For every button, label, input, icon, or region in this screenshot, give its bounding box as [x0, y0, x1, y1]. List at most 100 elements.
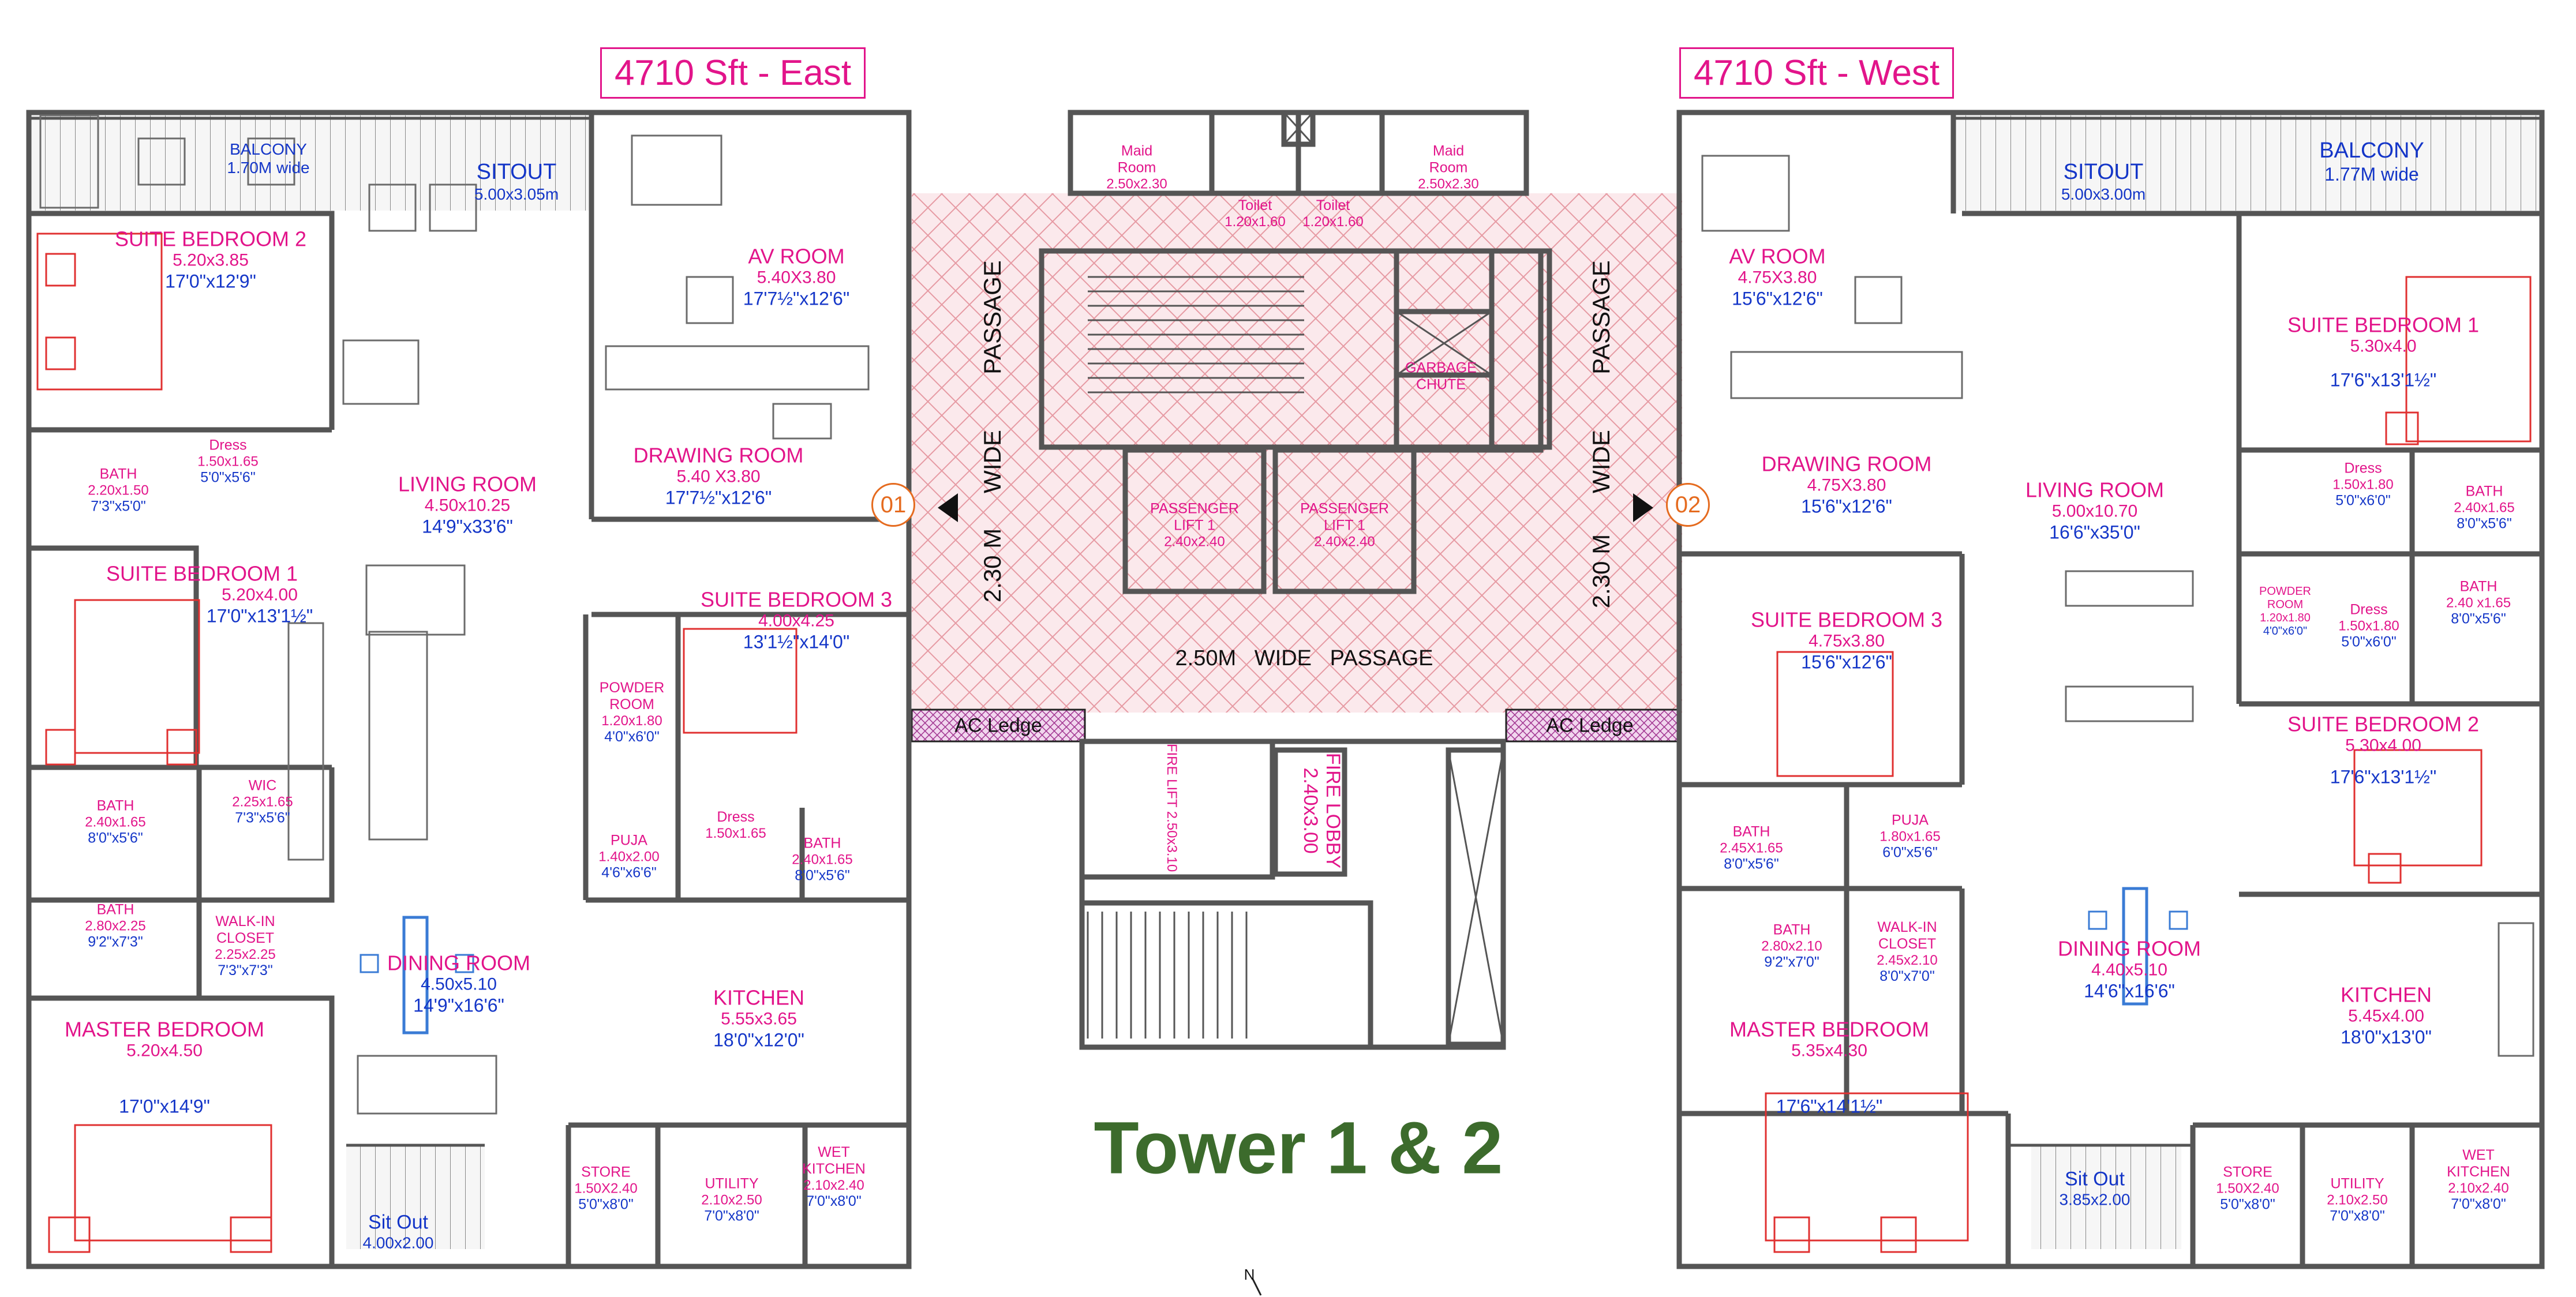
- toilet-east-name: Toilet: [1238, 197, 1272, 213]
- east-walkin-dim: 2.25x2.25: [215, 946, 276, 962]
- east-bath4-name: BATH: [96, 901, 134, 918]
- west-wet-dim: 2.10x2.40: [2448, 1180, 2509, 1196]
- west-unit-title: 4710 Sft - West: [1679, 47, 1955, 99]
- west-suite1-name: SUITE BEDROOM 1: [2287, 313, 2480, 337]
- west-suite1-dim: 5.30x4.0: [2350, 337, 2417, 357]
- east-bath3-ft: 8'0"x5'6": [795, 867, 850, 884]
- toilet-west: Toilet 1.20x1.60: [1302, 197, 1363, 230]
- west-suite3-ft: 15'6"x12'6": [1801, 651, 1892, 673]
- east-store-name: STORE: [581, 1164, 631, 1180]
- east-puja-dim: 1.40x2.00: [598, 849, 660, 865]
- west-kitchen-dim: 5.45x4.00: [2348, 1007, 2424, 1026]
- east-wet-ft: 7'0"x8'0": [806, 1193, 862, 1210]
- east-living-name: LIVING ROOM: [398, 472, 537, 496]
- east-bath4-ft: 9'2"x7'3": [88, 934, 143, 950]
- west-utility-ft: 7'0"x8'0": [2330, 1208, 2385, 1224]
- east-walkin-name: WALK-IN CLOSET: [215, 913, 275, 946]
- fire-lift-name: FIRE LIFT: [1163, 743, 1180, 808]
- east-suite2-dim: 5.20x3.85: [173, 251, 249, 271]
- east-puja-ft: 4'6"x6'6": [601, 864, 657, 881]
- west-walkin-ft: 8'0"x7'0": [1879, 968, 1935, 985]
- tower-title: Tower 1 & 2: [1094, 1107, 1503, 1190]
- east-walkin-ft: 7'3"x7'3": [218, 962, 273, 979]
- east-suite3-dim: 4.00x4.25: [758, 612, 834, 631]
- east-suite1-name: SUITE BEDROOM 1: [106, 561, 298, 586]
- west-bath4-ft: 9'2"x7'0": [1764, 954, 1819, 970]
- east-utility: UTILITY 2.10x2.50 7'0"x8'0": [701, 1175, 762, 1224]
- west-walkin-dim: 2.45x2.10: [1877, 952, 1938, 968]
- west-sitout-name: SITOUT: [2063, 160, 2144, 185]
- west-master-name: MASTER BEDROOM: [1729, 1017, 1930, 1041]
- west-bath4-name: BATH: [1773, 921, 1811, 938]
- west-suite3-dim: 4.75x3.80: [1809, 632, 1885, 651]
- west-suite-bedroom-1: SUITE BEDROOM 1 5.30x4.0 17'6"x13'1½": [2287, 313, 2479, 391]
- west-bath-4: BATH 2.80x2.10 9'2"x7'0": [1761, 921, 1822, 970]
- east-powder-ft: 4'0"x6'0": [604, 729, 660, 745]
- east-suite1-ft: 17'0"x13'1½": [206, 605, 313, 627]
- north-mark: [1251, 1277, 1262, 1296]
- east-bath4-dim: 2.80x2.25: [85, 918, 146, 934]
- core-walls: [1039, 110, 1552, 1050]
- east-bath-1: BATH 2.20x1.50 7'3"x5'0": [88, 466, 148, 515]
- east-master-ft: 17'0"x14'9": [119, 1096, 210, 1117]
- core-stairs: [1087, 276, 1304, 1039]
- west-bath1-ft: 8'0"x5'6": [2457, 515, 2512, 532]
- east-sitout-name: SITOUT: [476, 160, 557, 185]
- west-drawing-dim: 4.75X3.80: [1807, 476, 1886, 496]
- east-bath-3: BATH 2.40x1.65 8'0"x5'6": [792, 835, 852, 884]
- east-sit-out: Sit Out 4.00x2.00: [363, 1211, 434, 1252]
- west-bath1-dim: 2.40x1.65: [2454, 500, 2515, 516]
- west-suite1-ft: 17'6"x13'1½": [2330, 369, 2437, 391]
- west-utility-dim: 2.10x2.50: [2327, 1192, 2388, 1208]
- core-wide-label-east: WIDE: [978, 430, 1006, 493]
- west-sitout: SITOUT 5.00x3.00m: [2061, 160, 2146, 204]
- east-suite-bedroom-2: SUITE BEDROOM 2 5.20x3.85 17'0"x12'9": [115, 227, 306, 293]
- west-living-ft: 16'6"x35'0": [2049, 522, 2140, 543]
- west-utility-name: UTILITY: [2330, 1175, 2384, 1192]
- west-furniture: [1701, 155, 2534, 1253]
- east-drawing-name: DRAWING ROOM: [633, 443, 804, 467]
- maid-room-east-dim: 2.50x2.30: [1106, 175, 1167, 192]
- fire-lobby-name: FIRE LOBBY: [1322, 752, 1345, 869]
- passenger-lift-1: PASSENGER LIFT 1 2.40x2.40: [1140, 500, 1249, 549]
- east-bath-2: BATH 2.40x1.65 8'0"x5'6": [85, 797, 145, 846]
- west-store-name: STORE: [2223, 1164, 2272, 1180]
- east-master-bedroom: MASTER BEDROOM 5.20x4.50 17'0"x14'9": [65, 1018, 264, 1118]
- east-dress1-ft: 5'0"x5'6": [200, 469, 256, 486]
- east-kitchen-ft: 18'0"x12'0": [713, 1029, 804, 1051]
- east-living-dim: 4.50x10.25: [424, 496, 511, 516]
- main-passage-label: 2.50M WIDE PASSAGE: [1175, 646, 1433, 671]
- west-dress2-name: Dress: [2350, 601, 2388, 618]
- west-wet-ft: 7'0"x8'0": [2451, 1196, 2506, 1213]
- west-dress2-dim: 1.50x1.80: [2338, 618, 2399, 634]
- west-puja: PUJA 1.80x1.65 6'0"x5'6": [1879, 812, 1940, 861]
- west-powder-name: POWDER ROOM: [2259, 585, 2311, 611]
- west-sitout-dim: 5.00x3.00m: [2061, 185, 2146, 203]
- west-bath-1: BATH 2.40x1.65 8'0"x5'6": [2454, 483, 2514, 532]
- passenger-lift-2-dim: 2.40x2.40: [1314, 533, 1375, 549]
- east-dress-2: Dress 1.50x1.65: [705, 809, 766, 841]
- core-width-label-west: 2.30 M: [1587, 534, 1615, 609]
- west-puja-dim: 1.80x1.65: [1879, 829, 1941, 845]
- east-dress2-dim: 1.50x1.65: [705, 825, 766, 841]
- east-av-room: AV ROOM 5.40X3.80 17'7½"x12'6": [743, 245, 849, 310]
- north-label: N: [1244, 1266, 1255, 1284]
- east-bath1-ft: 7'3"x5'0": [91, 498, 146, 515]
- passenger-lift-1-dim: 2.40x2.40: [1164, 533, 1225, 549]
- maid-room-west-dim: 2.50x2.30: [1418, 175, 1479, 192]
- unit-01-badge: 01: [871, 483, 915, 527]
- west-balcony: BALCONY 1.77M wide: [2319, 138, 2424, 185]
- east-dress1-name: Dress: [209, 437, 247, 453]
- east-sitout2-name: Sit Out: [368, 1211, 428, 1234]
- west-living-name: LIVING ROOM: [2025, 478, 2165, 502]
- east-suite3-name: SUITE BEDROOM 3: [700, 587, 893, 612]
- west-sitout2-dim: 3.85x2.00: [2059, 1190, 2131, 1209]
- fire-lobby-dim: 2.40x3.00: [1300, 767, 1321, 854]
- east-balcony-name: BALCONY: [230, 140, 307, 158]
- west-master-bedroom: MASTER BEDROOM 5.35x4.30 17'6"x14'1½": [1729, 1018, 1929, 1118]
- west-kitchen: KITCHEN 5.45x4.00 18'0"x13'0": [2341, 983, 2432, 1048]
- east-utility-dim: 2.10x2.50: [701, 1192, 762, 1208]
- core-width-label-east: 2.30 M: [978, 528, 1006, 603]
- west-bath1-name: BATH: [2465, 483, 2503, 500]
- west-bath2-ft: 8'0"x5'6": [2451, 610, 2506, 627]
